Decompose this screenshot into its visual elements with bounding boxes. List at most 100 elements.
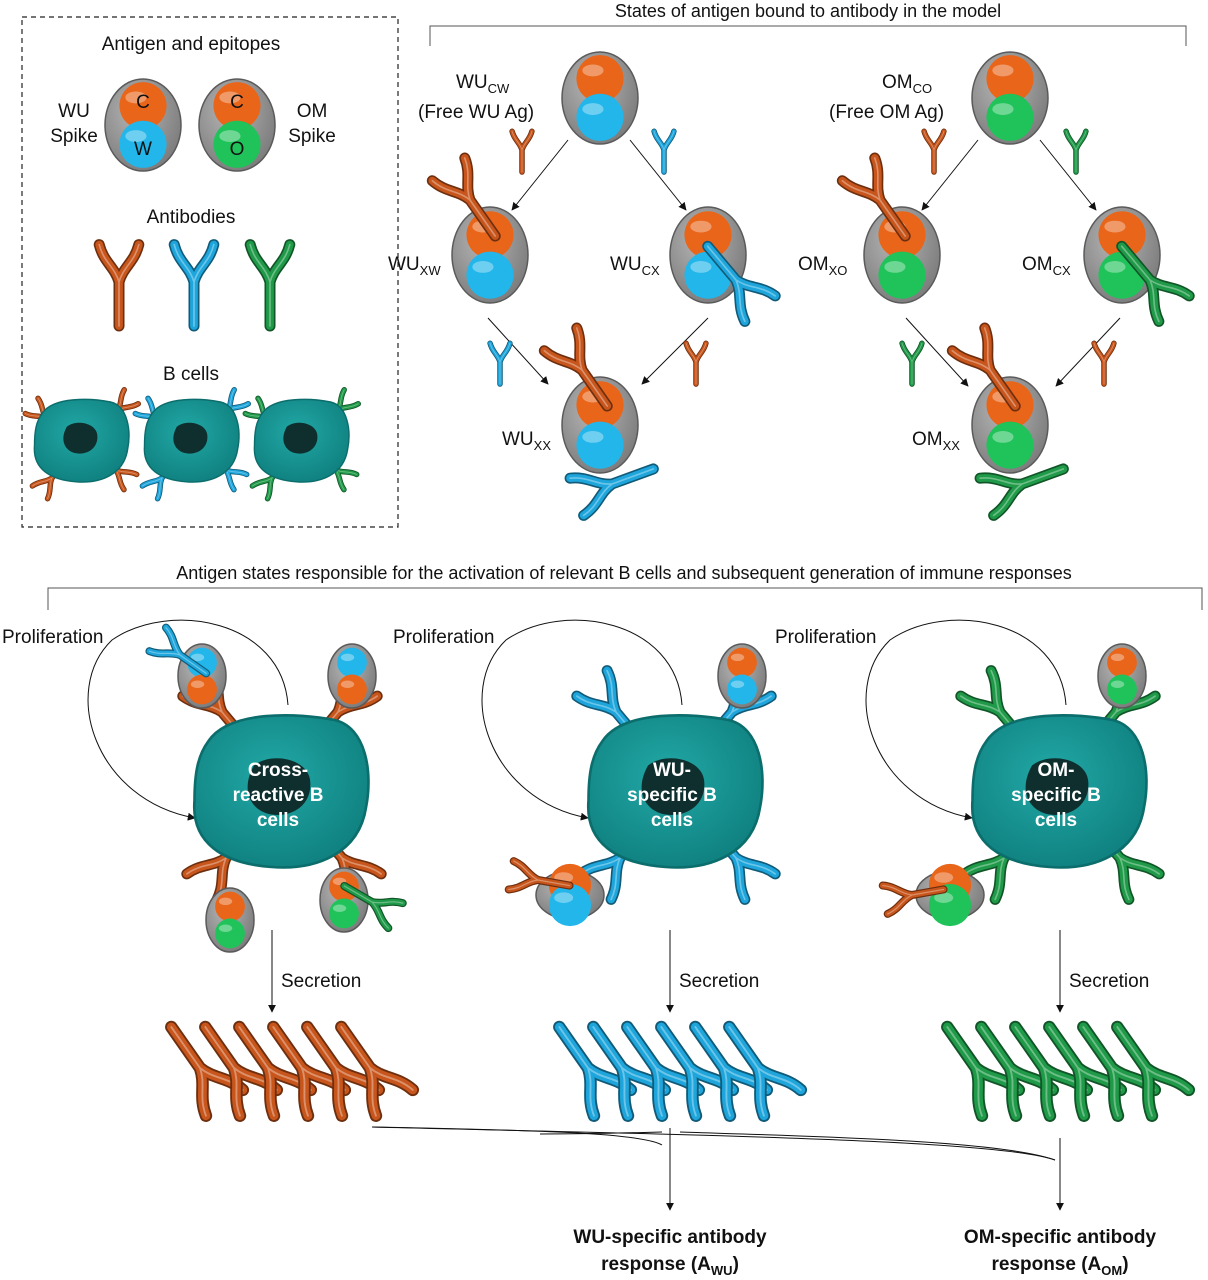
om-specific-bcell-cell-nucleus bbox=[1025, 758, 1089, 816]
wu-antigen-ll-epitope-bottom bbox=[548, 884, 592, 927]
wu-specific-bcell-cell bbox=[587, 714, 764, 869]
om-xo-bound-ab bbox=[836, 152, 911, 242]
om-free-green-ab-highlight bbox=[1065, 130, 1087, 173]
cross-antigen-ul-shine-bottom bbox=[190, 680, 205, 688]
legend-antigen-title: Antigen and epitopes bbox=[102, 34, 281, 55]
wu-specific-bcell bbox=[504, 643, 781, 927]
combine-wu-left bbox=[539, 1131, 663, 1135]
om-cx-bound-ab bbox=[1116, 240, 1195, 327]
om-xo-antigen-epitope-bottom bbox=[878, 251, 926, 299]
cross-antigen-ur-shine-top bbox=[340, 653, 355, 662]
cross-antigen-ur-epitope-bottom bbox=[337, 674, 367, 705]
proliferation-loop-om bbox=[865, 619, 1067, 821]
wu-cx-antigen-epitope-top bbox=[684, 211, 732, 259]
secretion-label-cross: Secretion bbox=[281, 971, 361, 992]
legend-om-antigen-shine-top bbox=[219, 91, 241, 104]
wu-cx-label: WUCX bbox=[610, 254, 660, 278]
wu-spike-label-2: Spike bbox=[50, 126, 98, 147]
om-xx-orange-ab-highlight bbox=[951, 327, 1017, 407]
cross-antigen-lr-shine-bottom bbox=[332, 904, 347, 912]
secretion-label-wu: Secretion bbox=[679, 971, 759, 992]
activation-title: Antigen states responsible for the activ… bbox=[176, 563, 1072, 583]
om-antigen-ll-shine-top bbox=[934, 872, 954, 883]
om-antigen-ll-orange-ab-highlight bbox=[882, 884, 945, 915]
om-antigen-ur-epitope-bottom bbox=[1107, 674, 1137, 705]
om-xo-antigen bbox=[863, 206, 941, 304]
om-cx-to-xx-orange-ab-fill bbox=[1092, 341, 1116, 386]
cross-reactive-bcell-cell bbox=[193, 714, 370, 869]
wu-free-label: WUCW bbox=[456, 72, 510, 96]
wu-cx-antigen-shine-top bbox=[690, 220, 712, 233]
activation-bracket bbox=[47, 587, 1203, 610]
wu-spike-label-1: WU bbox=[58, 101, 90, 122]
cross-antigen-ul-blue-ab-fill bbox=[146, 624, 210, 677]
wu-free-blue-ab-fill bbox=[652, 129, 676, 174]
cross-antigen-lr-green-ab-highlight bbox=[343, 885, 404, 929]
legend-antibody-blue-highlight bbox=[173, 243, 215, 327]
legend-frame bbox=[21, 16, 399, 528]
arrow-wu-free-to-cx bbox=[629, 139, 687, 211]
wu-antigen-ur-epitope-top bbox=[727, 647, 757, 678]
legend-bcell-blue bbox=[132, 387, 251, 502]
cross-reactive-bcell-cell-nucleus bbox=[247, 758, 311, 816]
om-free-antigen-shine-top bbox=[992, 64, 1014, 77]
om-antigen-ll-shine-bottom bbox=[934, 892, 954, 903]
wu-xw-antigen-shine-bottom bbox=[472, 261, 494, 273]
combine-om-from-om bbox=[679, 1131, 1056, 1161]
wu-cx-to-xx-orange-ab bbox=[683, 340, 709, 387]
cross-reactive-bcell bbox=[145, 623, 407, 953]
legend-box: Antigen and epitopes WU Spike OM Spike C… bbox=[21, 16, 399, 528]
wu-free-antigen-shine-top bbox=[582, 64, 604, 77]
wu-free-antigen-epitope-top bbox=[576, 55, 624, 103]
legend-antibody-green-highlight bbox=[249, 243, 291, 327]
arrow-om-free-to-xo bbox=[921, 139, 979, 211]
wu-antigen-ur-shine-bottom bbox=[730, 680, 745, 688]
wu-response-line2: response (AWU) bbox=[601, 1254, 739, 1278]
wu-antigen-ur-epitope-bottom bbox=[727, 674, 757, 705]
proliferation-loop-cross bbox=[87, 619, 289, 821]
wu-xw-to-xx-blue-ab-highlight bbox=[489, 342, 511, 385]
legend-om-antigen-epitope-bottom bbox=[213, 120, 261, 168]
om-xo-to-xx-green-ab-highlight bbox=[901, 342, 923, 385]
cross-antigen-lr-green-ab-fill bbox=[341, 883, 406, 931]
secreted-blue-antibodies bbox=[553, 1020, 808, 1122]
secreted-blue-antibodies-ab-4 bbox=[655, 1020, 740, 1122]
wu-free-blue-ab-highlight bbox=[653, 130, 675, 173]
arrow-wu-cx-to-xx bbox=[641, 317, 709, 385]
om-free-desc: (Free OM Ag) bbox=[829, 102, 944, 123]
wu-cx-antigen-shine-bottom bbox=[690, 261, 712, 273]
legend-om-antigen bbox=[198, 78, 276, 172]
states-section: States of antigen bound to antibody in t… bbox=[388, 1, 1195, 521]
cross-antigen-ll-shine-bottom bbox=[218, 924, 233, 932]
epitope-o-label: O bbox=[230, 139, 245, 160]
om-antigen-ll-orange-ab-fill bbox=[879, 882, 947, 917]
states-bracket bbox=[429, 25, 1187, 46]
om-free-antigen bbox=[971, 51, 1049, 145]
wu-xw-label: WUXW bbox=[388, 254, 441, 278]
secretion-label-om: Secretion bbox=[1069, 971, 1149, 992]
wu-antigen-ll-orange-ab-fill bbox=[505, 858, 573, 893]
om-cx-bound-ab-highlight bbox=[1120, 245, 1191, 323]
om-cell-text-3: cells bbox=[1035, 810, 1077, 831]
om-free-orange-ab bbox=[921, 128, 947, 175]
om-cx-antigen-shine-bottom bbox=[1104, 261, 1126, 273]
om-xo-antigen-shine-bottom bbox=[884, 261, 906, 273]
om-xx-antigen-shine-bottom bbox=[992, 431, 1014, 443]
om-antigen-ll-epitope-bottom bbox=[928, 884, 972, 927]
combine-cross-to-om bbox=[371, 1126, 1056, 1161]
om-xo-label: OMXO bbox=[798, 254, 847, 278]
om-antigen-ll-orange-ab bbox=[878, 881, 948, 918]
om-free-antigen-epitope-bottom bbox=[986, 93, 1034, 141]
wu-xw-bound-ab bbox=[426, 152, 501, 242]
om-xx-label: OMXX bbox=[912, 429, 960, 453]
om-response-line1: OM-specific antibody bbox=[964, 1227, 1157, 1248]
secreted-blue-antibodies-ab-6-fill bbox=[724, 1022, 806, 1121]
om-antigen-ll bbox=[915, 863, 985, 927]
arrow-wu-free-to-xw bbox=[511, 139, 569, 211]
legend-bcell-green-cell-nucleus bbox=[283, 422, 318, 454]
wu-specific-bcell-cell-nucleus bbox=[641, 758, 705, 816]
legend-om-antigen-epitope-top bbox=[213, 82, 261, 130]
cross-antigen-ul-blue-ab-highlight bbox=[148, 627, 207, 674]
wu-antigen-ur-shine-top bbox=[730, 653, 745, 662]
cross-cell-text-2: reactive B bbox=[233, 785, 324, 806]
